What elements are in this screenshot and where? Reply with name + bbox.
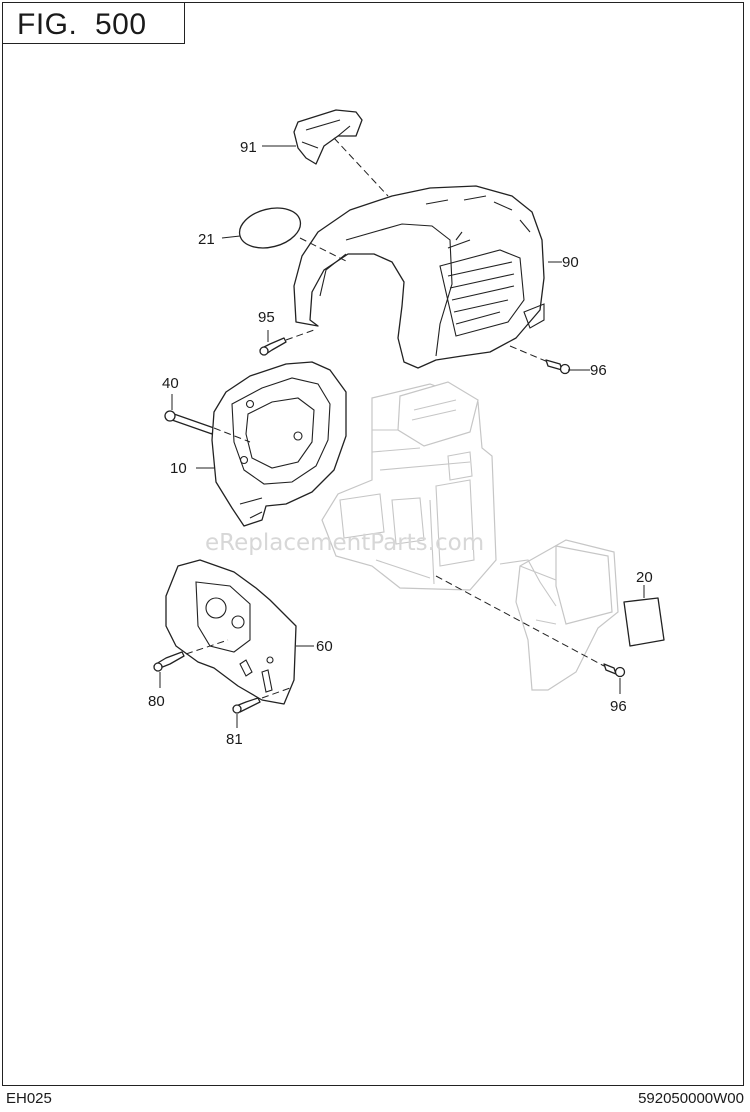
part-40-bolt — [164, 410, 215, 435]
muffler-reference — [499, 539, 619, 691]
part-20-gasket — [623, 597, 665, 647]
callout-90: 90 — [562, 254, 579, 271]
callout-40: 40 — [162, 375, 179, 392]
part-80-screw — [153, 651, 185, 672]
part-81-screw — [232, 697, 261, 714]
leader-lines — [159, 145, 645, 728]
diagram-frame — [2, 2, 744, 1086]
assembly-center-lines — [185, 137, 605, 699]
watermark-text: eReplacementParts.com — [205, 530, 484, 556]
footer-model-code: EH025 — [6, 1090, 52, 1107]
callout-95: 95 — [258, 309, 275, 326]
part-21-gasket — [238, 207, 302, 249]
part-10-fan-housing — [211, 361, 347, 527]
callout-96-upper: 96 — [590, 362, 607, 379]
callout-91: 91 — [240, 139, 257, 156]
callout-96-lower: 96 — [610, 698, 627, 715]
part-90-engine-cover — [293, 185, 545, 369]
figure-title-box: FIG. 500 — [2, 2, 185, 44]
callout-60: 60 — [316, 638, 333, 655]
callout-labels: 91 21 90 95 96 40 10 20 60 80 96 81 — [148, 139, 653, 748]
figure-title: FIG. 500 — [17, 8, 147, 41]
callout-21: 21 — [198, 231, 215, 248]
part-96-screw-lower — [603, 663, 626, 678]
part-96-screw-upper — [545, 359, 571, 375]
callout-80: 80 — [148, 693, 165, 710]
callout-81: 81 — [226, 731, 243, 748]
callout-20: 20 — [636, 569, 653, 586]
part-95-screw — [259, 337, 287, 356]
part-91-cover-clip — [293, 109, 363, 165]
part-60-bracket — [165, 559, 297, 705]
callout-10: 10 — [170, 460, 187, 477]
engine-block-reference — [321, 381, 497, 591]
footer-drawing-number: 592050000W00 — [638, 1090, 744, 1107]
